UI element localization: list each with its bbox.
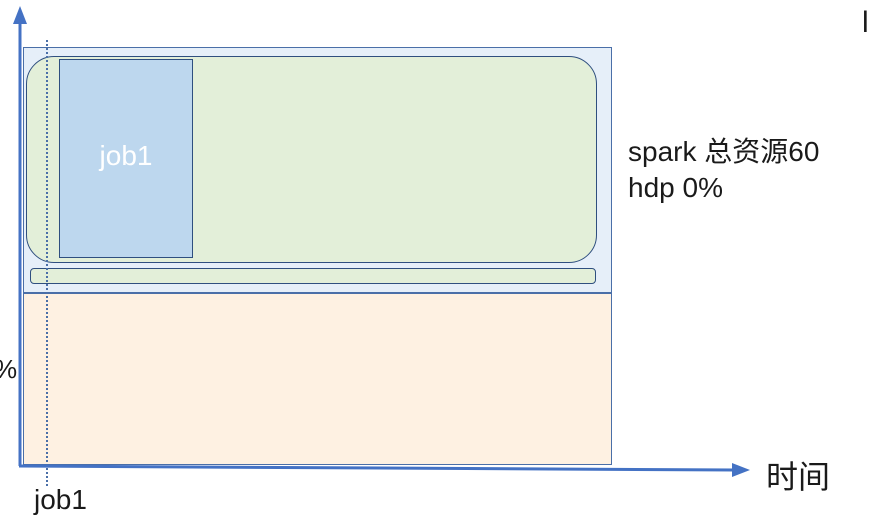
y-axis-arrow bbox=[13, 6, 27, 24]
top-right-fragment: l bbox=[862, 6, 869, 39]
spark-pool-bar bbox=[30, 268, 596, 284]
x-axis-arrow bbox=[732, 463, 750, 477]
spark-total-resource-label: spark 总资源60 bbox=[628, 136, 820, 167]
job1-marker-label: job1 bbox=[34, 484, 87, 515]
job1-time-marker bbox=[46, 40, 48, 486]
left-percent-fragment: % bbox=[0, 354, 17, 385]
hdp-resource-region bbox=[23, 293, 612, 465]
job1-block bbox=[59, 59, 193, 258]
hdp-resource-label: hdp 0% bbox=[628, 172, 723, 203]
x-axis-label: 时间 bbox=[766, 459, 831, 495]
x-axis-line bbox=[18, 464, 735, 472]
job1-block-label: job1 bbox=[99, 140, 153, 171]
